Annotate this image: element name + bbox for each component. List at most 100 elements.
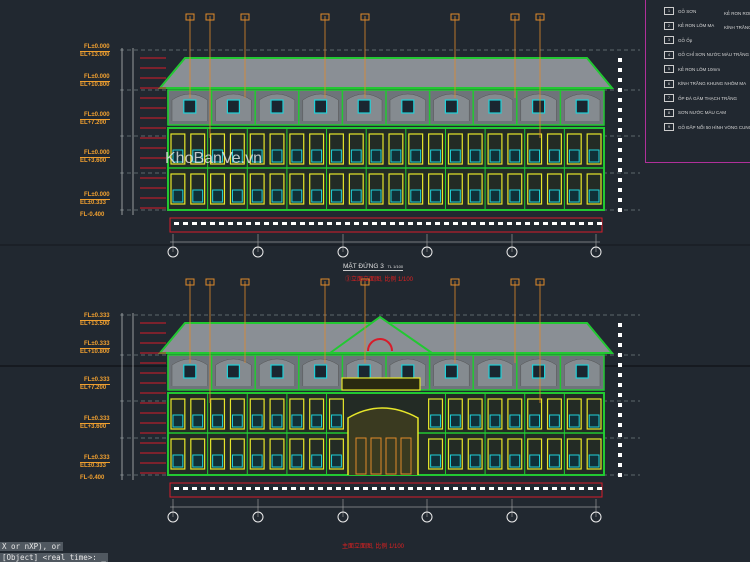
- window-glass: [370, 149, 382, 163]
- window-frame: [229, 133, 245, 165]
- command-prompt-line[interactable]: [Object] <real time>: _: [0, 553, 108, 562]
- dimension-tick: [408, 487, 413, 490]
- window-frame: [586, 173, 602, 205]
- window-frame: [348, 173, 364, 205]
- dimension-tick: [219, 222, 224, 225]
- window-frame: [546, 398, 562, 430]
- dimension-tick: [444, 222, 449, 225]
- level-marker: FL-0.400: [80, 475, 104, 482]
- dimension-tick: [525, 487, 530, 490]
- dimension-tick: [618, 68, 622, 72]
- window-glass: [271, 149, 283, 163]
- dimension-tick: [408, 222, 413, 225]
- dimension-tick: [618, 403, 622, 407]
- window-frame: [467, 438, 483, 470]
- dimension-tick: [570, 487, 575, 490]
- dimension-tick: [192, 487, 197, 490]
- dimension-tick: [480, 487, 485, 490]
- window-frame: [309, 133, 325, 165]
- window-frame: [170, 438, 186, 470]
- attic-window: [226, 364, 240, 379]
- floor-level-label: FL±0.000: [80, 112, 110, 120]
- window-frame: [249, 173, 265, 205]
- window-frame: [527, 133, 543, 165]
- window-glass: [588, 189, 600, 203]
- dimension-tick: [618, 363, 622, 367]
- leader-tag: [240, 13, 250, 21]
- dimension-tick: [255, 222, 260, 225]
- dimension-tick: [618, 443, 622, 447]
- dimension-tick: [462, 487, 467, 490]
- dimension-tick: [618, 98, 622, 102]
- dimension-tick: [618, 333, 622, 337]
- dimension-tick: [372, 222, 377, 225]
- legend-code-box: 2: [664, 21, 674, 30]
- dimension-tick: [264, 222, 269, 225]
- dimension-tick: [264, 487, 269, 490]
- dimension-tick: [291, 487, 296, 490]
- dimension-tick: [354, 222, 359, 225]
- window-frame: [249, 438, 265, 470]
- window-glass: [251, 189, 263, 203]
- dimension-tick: [219, 487, 224, 490]
- leader-tag: [535, 278, 545, 286]
- window-glass: [331, 149, 342, 163]
- window-glass: [588, 454, 600, 468]
- window-glass: [172, 454, 184, 468]
- dimension-tick: [618, 373, 622, 377]
- dimension-tick: [237, 487, 242, 490]
- window-frame: [586, 133, 602, 165]
- window-frame: [190, 133, 206, 165]
- window-glass: [489, 414, 501, 428]
- leader-tag: [360, 13, 370, 21]
- window-frame: [507, 398, 523, 430]
- floor-level-label: FL±0.333: [80, 455, 110, 463]
- window-frame: [527, 398, 543, 430]
- dimension-tick: [618, 473, 622, 477]
- elevation-label: EL+3.600: [80, 158, 107, 164]
- legend-label: SƠN NƯỚC MÀU CAM: [678, 110, 727, 115]
- dimension-tick: [399, 222, 404, 225]
- dimension-tick: [237, 222, 242, 225]
- dimension-tick: [534, 487, 539, 490]
- window-glass: [311, 414, 323, 428]
- window-glass: [212, 189, 223, 203]
- dimension-tick: [381, 222, 386, 225]
- dimension-tick: [453, 487, 458, 490]
- window-glass: [350, 189, 362, 203]
- window-frame: [229, 438, 245, 470]
- window-glass: [172, 189, 184, 203]
- dimension-tick: [228, 487, 233, 490]
- dimension-tick: [246, 222, 251, 225]
- window-glass: [529, 414, 541, 428]
- dimension-tick: [354, 487, 359, 490]
- dimension-tick: [390, 222, 395, 225]
- legend-label: GỖ SƠN: [678, 8, 697, 14]
- attic-window: [401, 99, 415, 114]
- floor-level-label: FL±0.000: [80, 150, 110, 158]
- axis-bubble: [421, 511, 433, 523]
- window-frame: [487, 173, 503, 205]
- window-frame: [249, 398, 265, 430]
- dimension-tick: [309, 222, 314, 225]
- dimension-tick: [516, 222, 521, 225]
- dimension-tick: [507, 222, 512, 225]
- window-frame: [447, 173, 463, 205]
- window-glass: [469, 149, 481, 163]
- dimension-tick: [426, 222, 431, 225]
- entrance-door: [370, 437, 382, 475]
- window-frame: [467, 133, 483, 165]
- window-glass: [212, 454, 223, 468]
- dimension-tick: [390, 487, 395, 490]
- window-frame: [269, 398, 285, 430]
- dimension-tick: [318, 487, 323, 490]
- window-glass: [311, 454, 323, 468]
- window-frame: [210, 398, 226, 430]
- dimension-tick: [228, 222, 233, 225]
- window-glass: [192, 149, 204, 163]
